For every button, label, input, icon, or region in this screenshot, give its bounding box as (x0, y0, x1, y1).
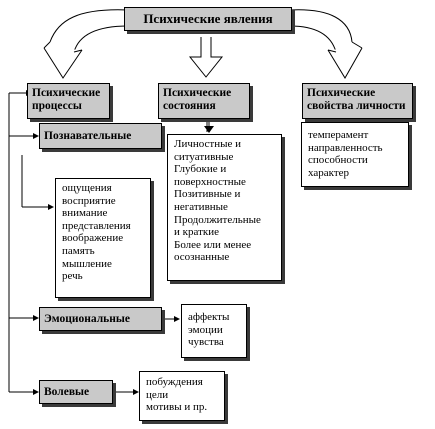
list-item: чувства (188, 336, 224, 349)
list-item: Продолжительные (174, 213, 261, 226)
arrow-to-properties (289, 9, 363, 79)
list-item: память (62, 244, 95, 257)
cognitive-box: Познавательные (39, 123, 162, 149)
properties-box: Психические свойства личности (302, 83, 413, 119)
properties-list: темперамент направленность способности х… (301, 122, 409, 187)
volitional-list: побуждения цели мотивы и пр. (139, 371, 225, 421)
list-item: Личностные и (174, 138, 242, 150)
volitional-label: Волевые (44, 386, 90, 398)
processes-label: Психические процессы (32, 87, 101, 112)
list-item: Позитивные и (174, 188, 241, 201)
list-item: внимание (62, 207, 108, 220)
arrow-to-states (188, 37, 224, 78)
list-item: негативные (174, 200, 228, 213)
list-item: восприятие (62, 194, 116, 207)
volitional-box: Волевые (39, 380, 113, 404)
list-item: поверхностные (174, 175, 246, 188)
list-item: осознанные (174, 251, 230, 264)
list-item: побуждения (146, 376, 203, 388)
list-item: аффекты (188, 311, 230, 323)
list-item: и краткие (174, 226, 219, 239)
list-item: мышление (62, 257, 112, 270)
states-label: Психические состояния (163, 87, 232, 112)
states-list: Личностные и ситуативные Глубокие и пове… (167, 134, 282, 281)
states-box: Психические состояния (158, 83, 250, 119)
list-item: речь (62, 270, 83, 283)
arrow-to-processes (43, 9, 129, 79)
list-item: направленность (308, 141, 383, 154)
list-item: способности (308, 154, 368, 167)
list-item: ситуативные (174, 150, 234, 163)
emotional-box: Эмоциональные (39, 307, 162, 331)
processes-tree-lines (8, 92, 210, 393)
diagram-title: Психические явления (143, 11, 273, 26)
list-item: представления (62, 219, 131, 232)
properties-label: Психические свойства личности (307, 87, 406, 112)
list-item: цели (146, 388, 169, 401)
list-item: характер (308, 166, 350, 179)
emotional-label: Эмоциональные (44, 313, 130, 325)
list-item: воображение (62, 232, 124, 245)
list-item: темперамент (308, 129, 369, 141)
emotional-list: аффекты эмоции чувства (181, 304, 247, 358)
title-box: Психические явления (124, 7, 292, 31)
arrowheads (26, 90, 214, 395)
cognitive-label: Познавательные (44, 130, 132, 142)
list-item: эмоции (188, 323, 223, 336)
list-item: мотивы и пр. (146, 401, 208, 414)
cognitive-list: ощущения восприятие внимание представлен… (55, 178, 151, 298)
list-item: Более или менее (174, 238, 252, 251)
processes-box: Психические процессы (27, 83, 110, 119)
list-item: Глубокие и (174, 163, 227, 176)
list-item: ощущения (62, 182, 112, 194)
